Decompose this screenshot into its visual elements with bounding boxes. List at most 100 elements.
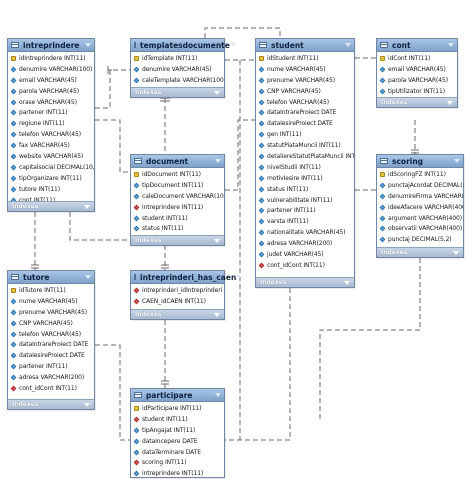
column-row[interactable]: cont_idCont INT(11) (256, 260, 354, 271)
column-row[interactable]: nationalitate VARCHAR(45) (256, 227, 354, 238)
column-row[interactable]: idStudent INT(11) (256, 53, 354, 64)
column-row[interactable]: email VARCHAR(45) (8, 75, 94, 86)
column-row[interactable]: detaliereStatutPiataMuncii INT(11) (256, 151, 354, 162)
table-header[interactable]: intreprindere (8, 39, 94, 52)
column-row[interactable]: CAEN_idCAEN INT(11) (131, 296, 224, 307)
column-row[interactable]: website VARCHAR(45) (8, 151, 94, 162)
column-row[interactable]: partener INT(11) (8, 107, 94, 118)
table-header[interactable]: templatesdocumente (131, 39, 236, 52)
column-row[interactable]: telefon VARCHAR(45) (256, 97, 354, 108)
collapse-icon[interactable] (215, 393, 221, 397)
collapse-icon[interactable] (236, 275, 243, 279)
collapse-icon[interactable] (454, 159, 460, 163)
column-row[interactable]: statutPiataMuncii INT(11) (256, 140, 354, 151)
indexes-footer[interactable]: Indexes (131, 235, 224, 245)
table-header[interactable]: document (131, 155, 224, 168)
column-row[interactable]: idParticipare INT(11) (131, 403, 224, 414)
column-row[interactable]: status INT(11) (131, 223, 224, 234)
column-row[interactable]: motivIesire INT(11) (256, 173, 354, 184)
column-row[interactable]: tipOrganizare INT(11) (8, 173, 94, 184)
expand-indexes-icon[interactable] (214, 90, 220, 95)
column-row[interactable]: observatii VARCHAR(400) (377, 223, 463, 234)
column-row[interactable]: punctajAcordat DECIMAL(5,2) (377, 180, 463, 191)
column-row[interactable]: dataIntrareProiect DATE (256, 107, 354, 118)
column-row[interactable]: email VARCHAR(45) (377, 64, 457, 75)
column-row[interactable]: telefon VARCHAR(45) (8, 129, 94, 140)
expand-indexes-icon[interactable] (447, 100, 453, 105)
column-row[interactable]: prenume VARCHAR(45) (8, 307, 94, 318)
collapse-icon[interactable] (448, 43, 454, 47)
collapse-icon[interactable] (85, 275, 91, 279)
column-row[interactable]: student INT(11) (131, 213, 224, 224)
column-row[interactable]: intreprindere INT(11) (131, 202, 224, 213)
column-row[interactable]: nume VARCHAR(45) (8, 296, 94, 307)
indexes-footer[interactable]: Indexes (377, 97, 457, 107)
column-row[interactable]: varsta INT(11) (256, 216, 354, 227)
expand-indexes-icon[interactable] (344, 280, 350, 285)
collapse-icon[interactable] (215, 159, 221, 163)
expand-indexes-icon[interactable] (214, 312, 220, 317)
indexes-footer[interactable]: Indexes (131, 87, 224, 97)
column-row[interactable]: dataTerminare DATE (131, 447, 224, 458)
column-row[interactable]: scoring INT(11) (131, 457, 224, 468)
table-header[interactable]: intreprinderi_has_caen (131, 271, 243, 284)
column-row[interactable]: dataIesireProiect DATE (8, 350, 94, 361)
column-row[interactable]: cont INT(11) (8, 195, 94, 206)
column-row[interactable]: cont_idCont INT(11) (8, 383, 94, 394)
column-row[interactable]: intreprinderi_idIntreprinderi INT(11) (131, 285, 224, 296)
column-row[interactable]: vulnerabilitate INT(11) (256, 195, 354, 206)
column-row[interactable]: nume VARCHAR(45) (256, 64, 354, 75)
column-row[interactable]: CNP VARCHAR(45) (8, 318, 94, 329)
column-row[interactable]: argument VARCHAR(400) (377, 213, 463, 224)
expand-indexes-icon[interactable] (214, 238, 220, 243)
collapse-icon[interactable] (85, 43, 91, 47)
column-row[interactable]: adresa VARCHAR(200) (8, 372, 94, 383)
column-row[interactable]: judet VARCHAR(45) (256, 249, 354, 260)
column-row[interactable]: regiune INT(11) (8, 118, 94, 129)
column-row[interactable]: prenume VARCHAR(45) (256, 75, 354, 86)
column-row[interactable]: gen INT(11) (256, 129, 354, 140)
column-row[interactable]: tipAngajat INT(11) (131, 425, 224, 436)
expand-indexes-icon[interactable] (453, 250, 459, 255)
collapse-icon[interactable] (229, 43, 236, 47)
column-row[interactable]: denumire VARCHAR(45) (131, 64, 224, 75)
column-row[interactable]: caleDocument VARCHAR(100) (131, 191, 224, 202)
collapse-icon[interactable] (345, 43, 351, 47)
column-row[interactable]: capitalsocial DECIMAL(10,2) (8, 162, 94, 173)
column-row[interactable]: idTutore INT(11) (8, 285, 94, 296)
column-row[interactable]: telefon VARCHAR(45) (8, 329, 94, 340)
column-row[interactable]: partener INT(11) (8, 361, 94, 372)
column-row[interactable]: tipDocument INT(11) (131, 180, 224, 191)
column-row[interactable]: tutore INT(11) (8, 184, 94, 195)
indexes-footer[interactable]: Indexes (256, 277, 354, 287)
indexes-footer[interactable]: Indexes (377, 247, 463, 257)
column-row[interactable]: fax VARCHAR(45) (8, 140, 94, 151)
column-row[interactable]: ideeAfacere VARCHAR(400) (377, 202, 463, 213)
column-row[interactable]: parola VARCHAR(45) (8, 86, 94, 97)
column-row[interactable]: denumire VARCHAR(100) (8, 64, 94, 75)
table-header[interactable]: scoring (377, 155, 463, 168)
column-row[interactable]: student INT(11) (131, 414, 224, 425)
column-row[interactable]: denumireFirma VARCHAR(45) (377, 191, 463, 202)
column-row[interactable]: idCont INT(11) (377, 53, 457, 64)
indexes-footer[interactable]: Indexes (8, 201, 94, 211)
column-row[interactable]: dataIncepere DATE (131, 436, 224, 447)
column-row[interactable]: partener INT(11) (256, 205, 354, 216)
column-row[interactable]: caleTemplate VARCHAR(100) (131, 75, 224, 86)
expand-indexes-icon[interactable] (84, 402, 90, 407)
column-row[interactable]: adresa VARCHAR(200) (256, 238, 354, 249)
column-row[interactable]: parola VARCHAR(45) (377, 75, 457, 86)
column-row[interactable]: punctaj DECIMAL(5,2) (377, 234, 463, 245)
table-header[interactable]: cont (377, 39, 457, 52)
column-row[interactable]: idDocument INT(11) (131, 169, 224, 180)
column-row[interactable]: tipUtilizator INT(11) (377, 86, 457, 97)
column-row[interactable]: nivelStudii INT(11) (256, 162, 354, 173)
